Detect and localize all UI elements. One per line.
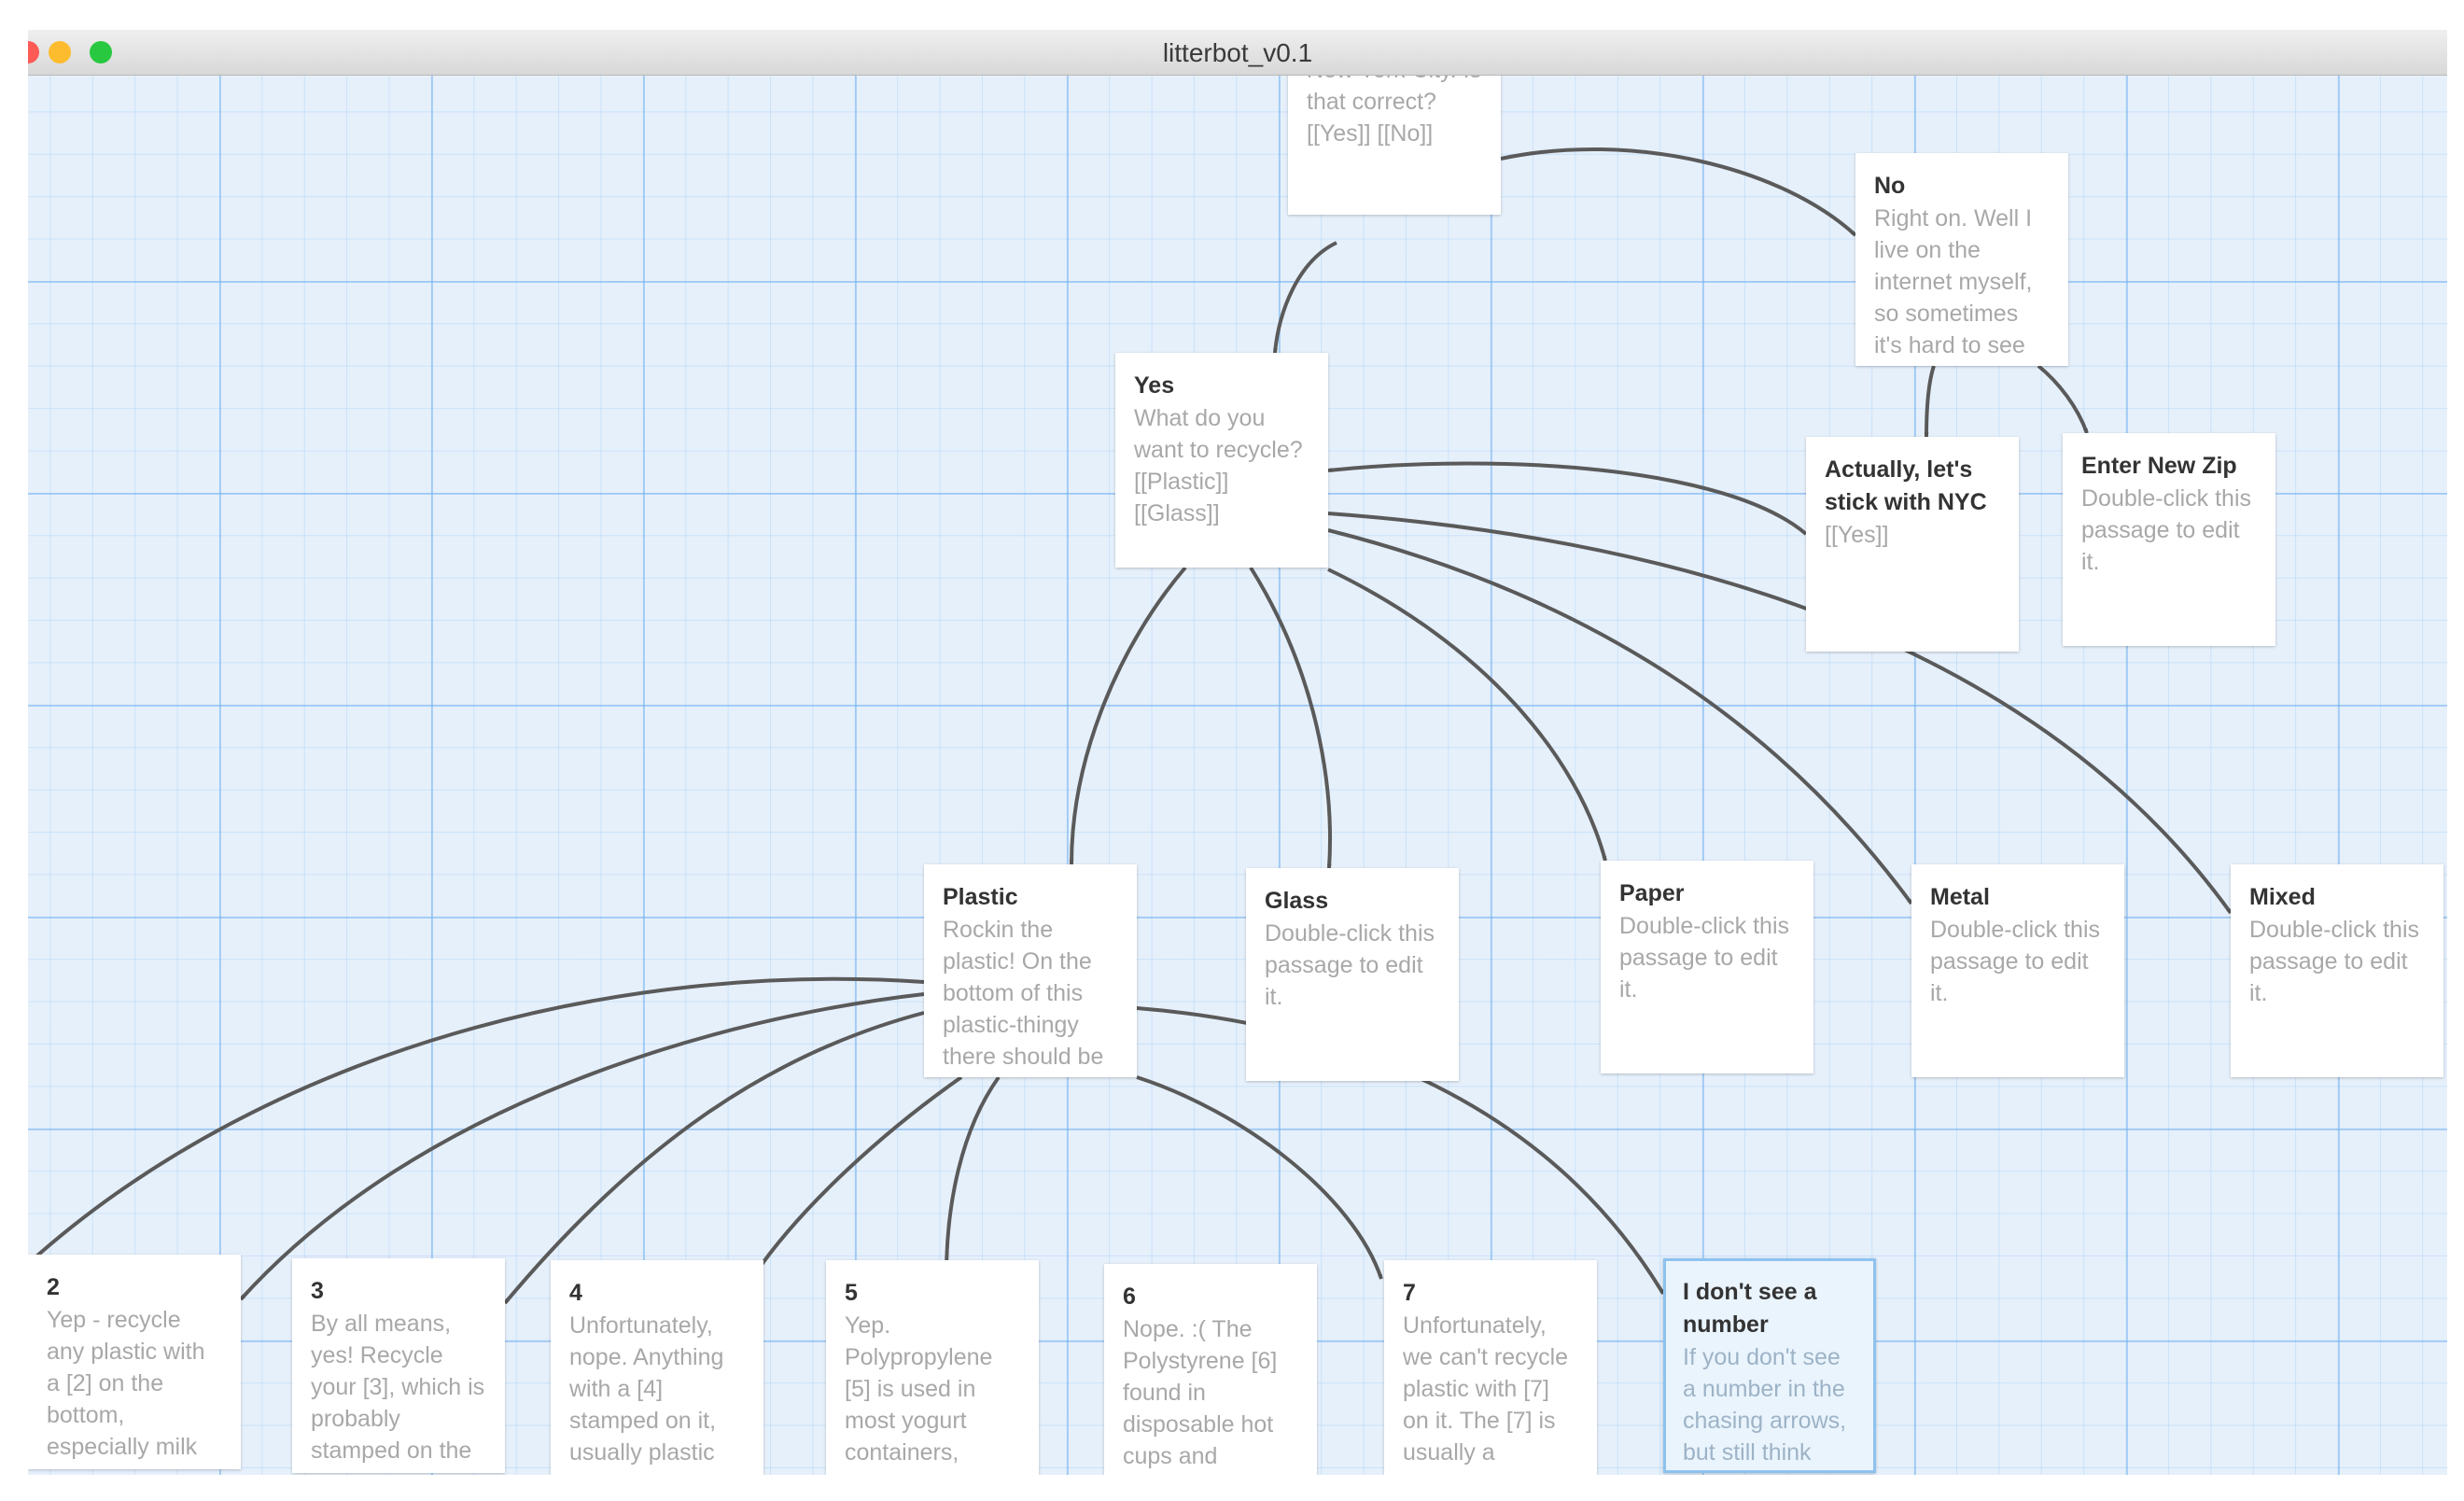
passage-title: 2 — [47, 1274, 60, 1300]
passage-card[interactable]: Glass Double-click this passage to edit … — [1246, 868, 1459, 1081]
link-arrow-plastic-to-p5 — [752, 1075, 963, 1277]
link-arrow-top-to-no — [1500, 147, 1857, 237]
passage-card[interactable]: No Right on. Well I live on the internet… — [1855, 153, 2068, 366]
story-map-canvas[interactable]: New York City. Is that correct? [[Yes]] … — [28, 37, 2447, 1475]
passage-title: Actually, let's stick with NYC — [1825, 456, 1987, 515]
passage-card[interactable]: 2 Yep - recycle any plastic with a [2] o… — [28, 1255, 241, 1469]
passage-title: Paper — [1619, 880, 1685, 906]
passage-title: Enter New Zip — [2081, 453, 2237, 479]
passage-title: Plastic — [943, 884, 1018, 910]
passage-excerpt: Rockin the plastic! On the bottom of thi… — [943, 917, 1104, 1070]
passage-card[interactable]: 5 Yep. Polypropylene [5] is used in most… — [826, 1260, 1039, 1475]
link-arrow-yes-to-metal — [1327, 528, 1913, 905]
title-bar: litterbot_v0.1 — [28, 30, 2447, 76]
link-arrow-plastic-to-nonum — [1136, 1006, 1665, 1296]
passage-excerpt: What do you want to recycle? [[Plastic]]… — [1134, 405, 1303, 526]
link-arrow-top-to-yes — [1272, 241, 1337, 354]
passage-title: Mixed — [2249, 884, 2316, 910]
passage-card-selected[interactable]: I don't see a number If you don't see a … — [1663, 1258, 1876, 1473]
link-arrow-plastic-to-p7 — [1136, 1075, 1383, 1280]
minimize-window-button[interactable] — [49, 41, 71, 63]
link-arrow-stick-to-yes — [1327, 461, 1808, 536]
link-arrow-yes-to-plastic — [1069, 566, 1187, 865]
passage-card[interactable]: Yes What do you want to recycle? [[Plast… — [1115, 353, 1328, 568]
zoom-window-button[interactable] — [90, 41, 112, 63]
link-arrow-no-to-stick — [1924, 365, 1936, 438]
passage-card[interactable]: 6 Nope. :( The Polystyrene [6] found in … — [1104, 1264, 1317, 1475]
passage-excerpt: If you don't see a number in the chasing… — [1683, 1344, 1847, 1466]
passage-links — [28, 147, 2233, 1305]
passage-excerpt: Yep. Polypropylene [5] is used in most y… — [845, 1312, 993, 1466]
passage-card[interactable]: Plastic Rockin the plastic! On the botto… — [924, 864, 1137, 1077]
passage-title: 4 — [569, 1280, 582, 1306]
window-title: litterbot_v0.1 — [1162, 38, 1313, 67]
link-arrow-plastic-to-p2 — [28, 976, 925, 1266]
passage-card[interactable]: Enter New Zip Double-click this passage … — [2063, 433, 2275, 646]
passage-title: 5 — [845, 1280, 858, 1306]
passage-card[interactable]: Metal Double-click this passage to edit … — [1911, 864, 2124, 1077]
passage-excerpt: Unfortunately, nope. Anything with a [4]… — [569, 1312, 724, 1466]
passage-title: I don't see a number — [1683, 1279, 1817, 1338]
passage-excerpt: By all means, yes! Recycle your [3], whi… — [311, 1311, 485, 1464]
link-arrow-yes-to-glass — [1249, 566, 1333, 869]
passage-excerpt: Unfortunately, we can't recycle plastic … — [1403, 1312, 1569, 1466]
passage-card[interactable]: 7 Unfortunately, we can't recycle plasti… — [1384, 1260, 1597, 1475]
passage-excerpt: Double-click this passage to edit it. — [1619, 913, 1790, 1003]
passage-title: Metal — [1930, 884, 1990, 910]
passage-excerpt: Yep - recycle any plastic with a [2] on … — [47, 1307, 205, 1460]
link-arrow-yes-to-paper — [1327, 568, 1607, 862]
link-arrow-plastic-to-p3 — [239, 992, 925, 1301]
passage-excerpt: Nope. :( The Polystyrene [6] found in di… — [1123, 1316, 1278, 1469]
passage-excerpt: Double-click this passage to edit it. — [2249, 917, 2420, 1006]
passage-title: Yes — [1134, 372, 1175, 399]
passage-title: 6 — [1123, 1284, 1136, 1310]
passage-card[interactable]: Actually, let's stick with NYC [[Yes]] — [1806, 437, 2019, 652]
passage-title: 3 — [311, 1278, 324, 1304]
passage-title: Glass — [1265, 888, 1329, 914]
close-window-button[interactable] — [28, 41, 39, 63]
passage-excerpt: Double-click this passage to edit it. — [1265, 920, 1435, 1010]
passage-excerpt: Double-click this passage to edit it. — [2081, 485, 2252, 575]
passage-title: 7 — [1403, 1280, 1416, 1306]
link-arrow-no-to-zip — [2037, 364, 2089, 434]
passage-excerpt: [[Yes]] — [1825, 522, 1889, 548]
link-arrow-plastic-to-p6 — [944, 1075, 1001, 1276]
passage-excerpt: Right on. Well I live on the internet my… — [1874, 205, 2033, 358]
app-window: litterbot_v0.1 New York City. Is that co… — [28, 30, 2447, 1475]
passage-card[interactable]: Paper Double-click this passage to edit … — [1601, 861, 1813, 1073]
passage-card[interactable]: 4 Unfortunately, nope. Anything with a [… — [551, 1260, 763, 1475]
passage-card[interactable]: 3 By all means, yes! Recycle your [3], w… — [292, 1258, 505, 1473]
passage-excerpt: Double-click this passage to edit it. — [1930, 917, 2101, 1006]
link-arrow-plastic-to-p4 — [503, 1011, 925, 1305]
passage-title: No — [1874, 173, 1906, 199]
passage-card[interactable]: Mixed Double-click this passage to edit … — [2231, 864, 2443, 1077]
